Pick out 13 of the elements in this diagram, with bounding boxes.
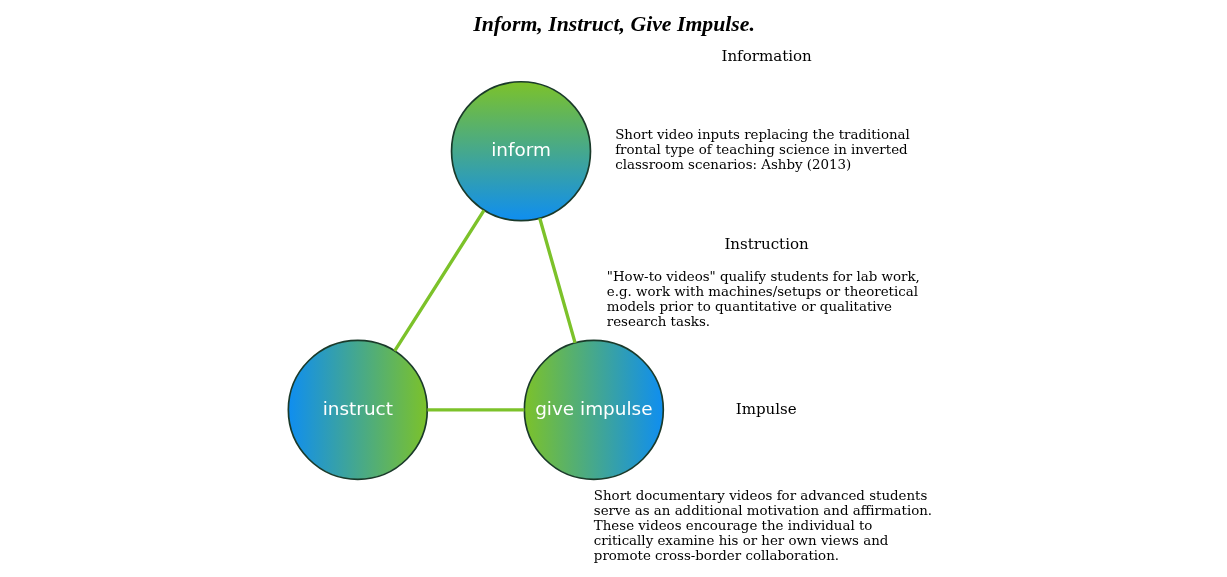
- connector: [427, 408, 525, 412]
- label: Short documentary videos for advanced students serve as an additional motivation and affirmation. These videos encourage the individual to critically examine his or her own views and promote cross-border collaboration.: [593, 488, 933, 564]
- label: Impulse: [735, 399, 797, 418]
- node-circle: inform: [450, 80, 592, 222]
- label: Instruction: [724, 234, 809, 253]
- diagram-title: Inform, Instruct, Give Impulse.: [473, 12, 755, 37]
- node-circle: give impulse: [523, 339, 665, 481]
- connector: [393, 209, 486, 352]
- connector: [538, 217, 577, 344]
- node-circle: instruct: [287, 339, 429, 481]
- label: Short video inputs replacing the traditional frontal type of teaching science in inverted classroom scenarios: Ashby (2013): [615, 127, 910, 173]
- label: "How-to videos" qualify students for lab work, e.g. work with machines/setups or theoretical models prior to quantitative or qualitative research tasks.: [606, 268, 920, 329]
- label: Information: [721, 47, 812, 66]
